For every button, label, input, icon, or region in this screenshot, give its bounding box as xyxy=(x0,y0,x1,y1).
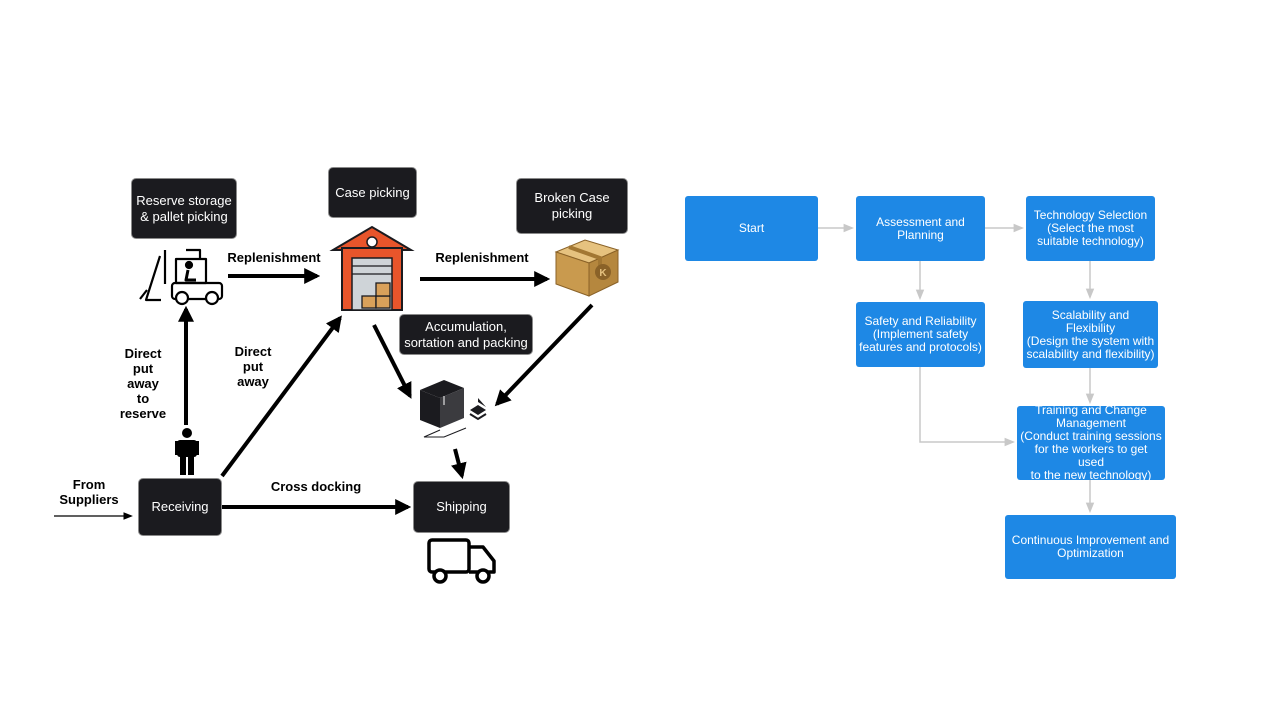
warehouse-icon xyxy=(329,225,415,311)
node-safety-reliability: Safety and Reliability (Implement safety… xyxy=(856,302,985,367)
node-receiving: Receiving xyxy=(138,478,222,536)
implementation-flow-connectors xyxy=(818,223,1095,514)
node-continuous-improvement: Continuous Improvement and Optimization xyxy=(1005,515,1176,579)
delivery-truck-icon xyxy=(427,538,496,584)
node-start: Start xyxy=(685,196,818,261)
label-direct-put-away: Direct put away xyxy=(234,344,272,389)
node-scalability-flexibility: Scalability and Flexibility (Design the … xyxy=(1023,301,1158,368)
label-direct-put-away-reserve: Direct put away to reserve xyxy=(119,346,167,421)
arrow-broken-to-packing xyxy=(494,303,594,407)
node-shipping: Shipping xyxy=(413,481,510,533)
forklift-icon xyxy=(139,248,224,306)
node-broken-case-picking: Broken Case picking xyxy=(516,178,628,234)
svg-text:K: K xyxy=(599,268,607,279)
node-reserve-storage: Reserve storage & pallet picking xyxy=(131,178,237,239)
node-technology-selection: Technology Selection (Select the most su… xyxy=(1026,196,1155,261)
node-assessment-planning: Assessment and Planning xyxy=(856,196,985,261)
label-replenishment-2: Replenishment xyxy=(435,250,529,265)
arrow-packing-to-shipping xyxy=(451,448,467,480)
label-replenishment-1: Replenishment xyxy=(227,250,321,265)
worker-icon xyxy=(175,428,199,475)
arrow-case-to-packing xyxy=(372,324,412,399)
package-stack-icon xyxy=(420,380,487,438)
arrow-put-away-case xyxy=(220,315,342,478)
label-cross-docking: Cross docking xyxy=(270,479,362,494)
label-from-suppliers: From Suppliers xyxy=(59,477,119,507)
node-accumulation: Accumulation, sortation and packing xyxy=(399,314,533,355)
cardboard-box-icon: K xyxy=(554,239,620,297)
node-case-picking: Case picking xyxy=(328,167,417,218)
node-training-change-management: Training and Change Management (Conduct … xyxy=(1017,404,1165,482)
